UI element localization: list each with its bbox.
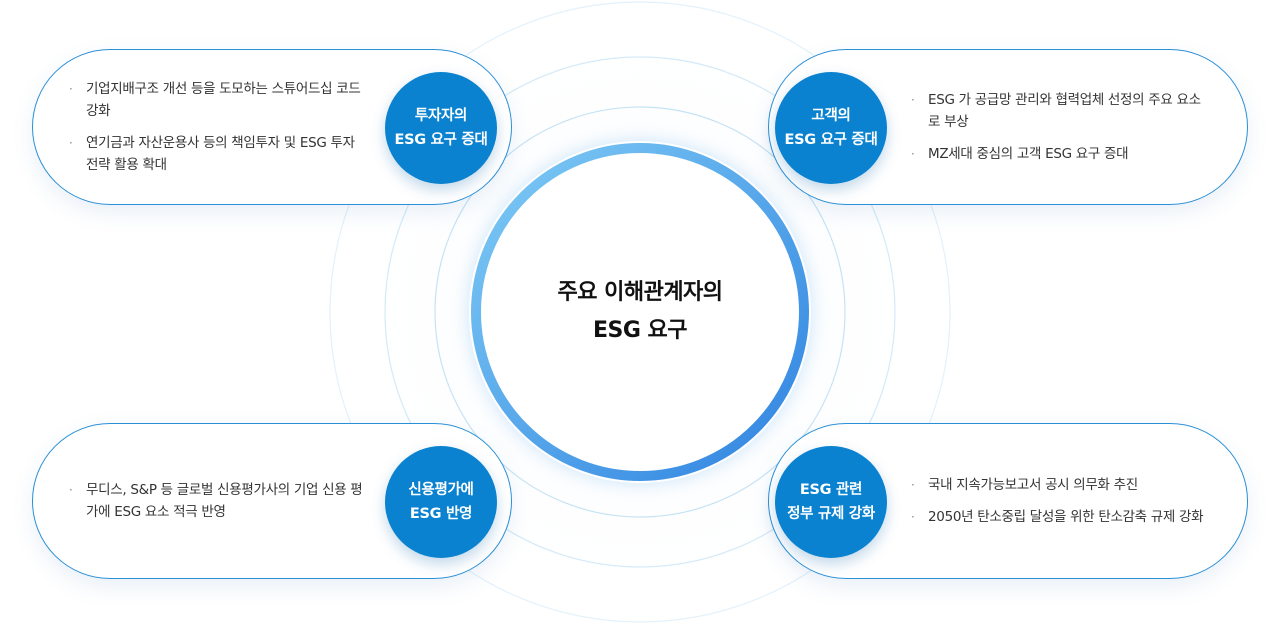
investor-item-list: ·기업지배구조 개선 등을 도모하는 스튜어드십 코드 강화 ·연기금과 자산운… [69, 78, 369, 176]
bullet-icon: · [69, 483, 73, 497]
list-item: ·기업지배구조 개선 등을 도모하는 스튜어드십 코드 강화 [69, 78, 369, 122]
bullet-icon: · [69, 136, 73, 150]
list-item: ·2050년 탄소중립 달성을 위한 탄소감축 규제 강화 [911, 506, 1211, 528]
government-item-list: ·국내 지속가능보고서 공시 의무화 추진 ·2050년 탄소중립 달성을 위한… [911, 474, 1211, 528]
badge-label: 고객의 ESG 요구 증대 [784, 108, 878, 148]
list-item: ·국내 지속가능보고서 공시 의무화 추진 [911, 474, 1211, 496]
badge-label: ESG 관련 정부 규제 강화 [787, 482, 875, 522]
center-circle: 주요 이해관계자의 ESG 요구 [469, 141, 811, 483]
customer-badge: 고객의 ESG 요구 증대 [775, 72, 887, 184]
bullet-icon: · [911, 93, 915, 107]
stakeholder-card-customers: 고객의 ESG 요구 증대 ·ESG 가 공급망 관리와 협력업체 선정의 주요… [768, 49, 1248, 205]
government-badge: ESG 관련 정부 규제 강화 [775, 446, 887, 558]
badge-label: 신용평가에 ESG 반영 [408, 482, 474, 522]
credit-item-list: ·무디스, S&P 등 글로벌 신용평가사의 기업 신용 평가에 ESG 요소 … [69, 479, 369, 523]
bullet-icon: · [911, 478, 915, 492]
credit-rating-badge: 신용평가에 ESG 반영 [385, 446, 497, 558]
investor-badge: 투자자의 ESG 요구 증대 [385, 72, 497, 184]
stakeholder-card-government: ESG 관련 정부 규제 강화 ·국내 지속가능보고서 공시 의무화 추진 ·2… [768, 423, 1248, 579]
bullet-icon: · [911, 510, 915, 524]
list-item: ·MZ세대 중심의 고객 ESG 요구 증대 [911, 143, 1211, 165]
center-title: 주요 이해관계자의 ESG 요구 [557, 280, 723, 343]
list-item: ·ESG 가 공급망 관리와 협력업체 선정의 주요 요소로 부상 [911, 89, 1211, 133]
list-item: ·무디스, S&P 등 글로벌 신용평가사의 기업 신용 평가에 ESG 요소 … [69, 479, 369, 523]
ring-4 [384, 56, 896, 568]
stakeholder-card-investors: ·기업지배구조 개선 등을 도모하는 스튜어드십 코드 강화 ·연기금과 자산운… [32, 49, 512, 205]
stakeholder-card-credit-rating: ·무디스, S&P 등 글로벌 신용평가사의 기업 신용 평가에 ESG 요소 … [32, 423, 512, 579]
center-gradient-ring [471, 143, 809, 481]
bullet-icon: · [911, 147, 915, 161]
list-item: ·연기금과 자산운용사 등의 책임투자 및 ESG 투자 전략 활용 확대 [69, 132, 369, 176]
badge-label: 투자자의 ESG 요구 증대 [394, 108, 488, 148]
customer-item-list: ·ESG 가 공급망 관리와 협력업체 선정의 주요 요소로 부상 ·MZ세대 … [911, 89, 1211, 165]
ring-3 [434, 106, 846, 518]
bullet-icon: · [69, 82, 73, 96]
